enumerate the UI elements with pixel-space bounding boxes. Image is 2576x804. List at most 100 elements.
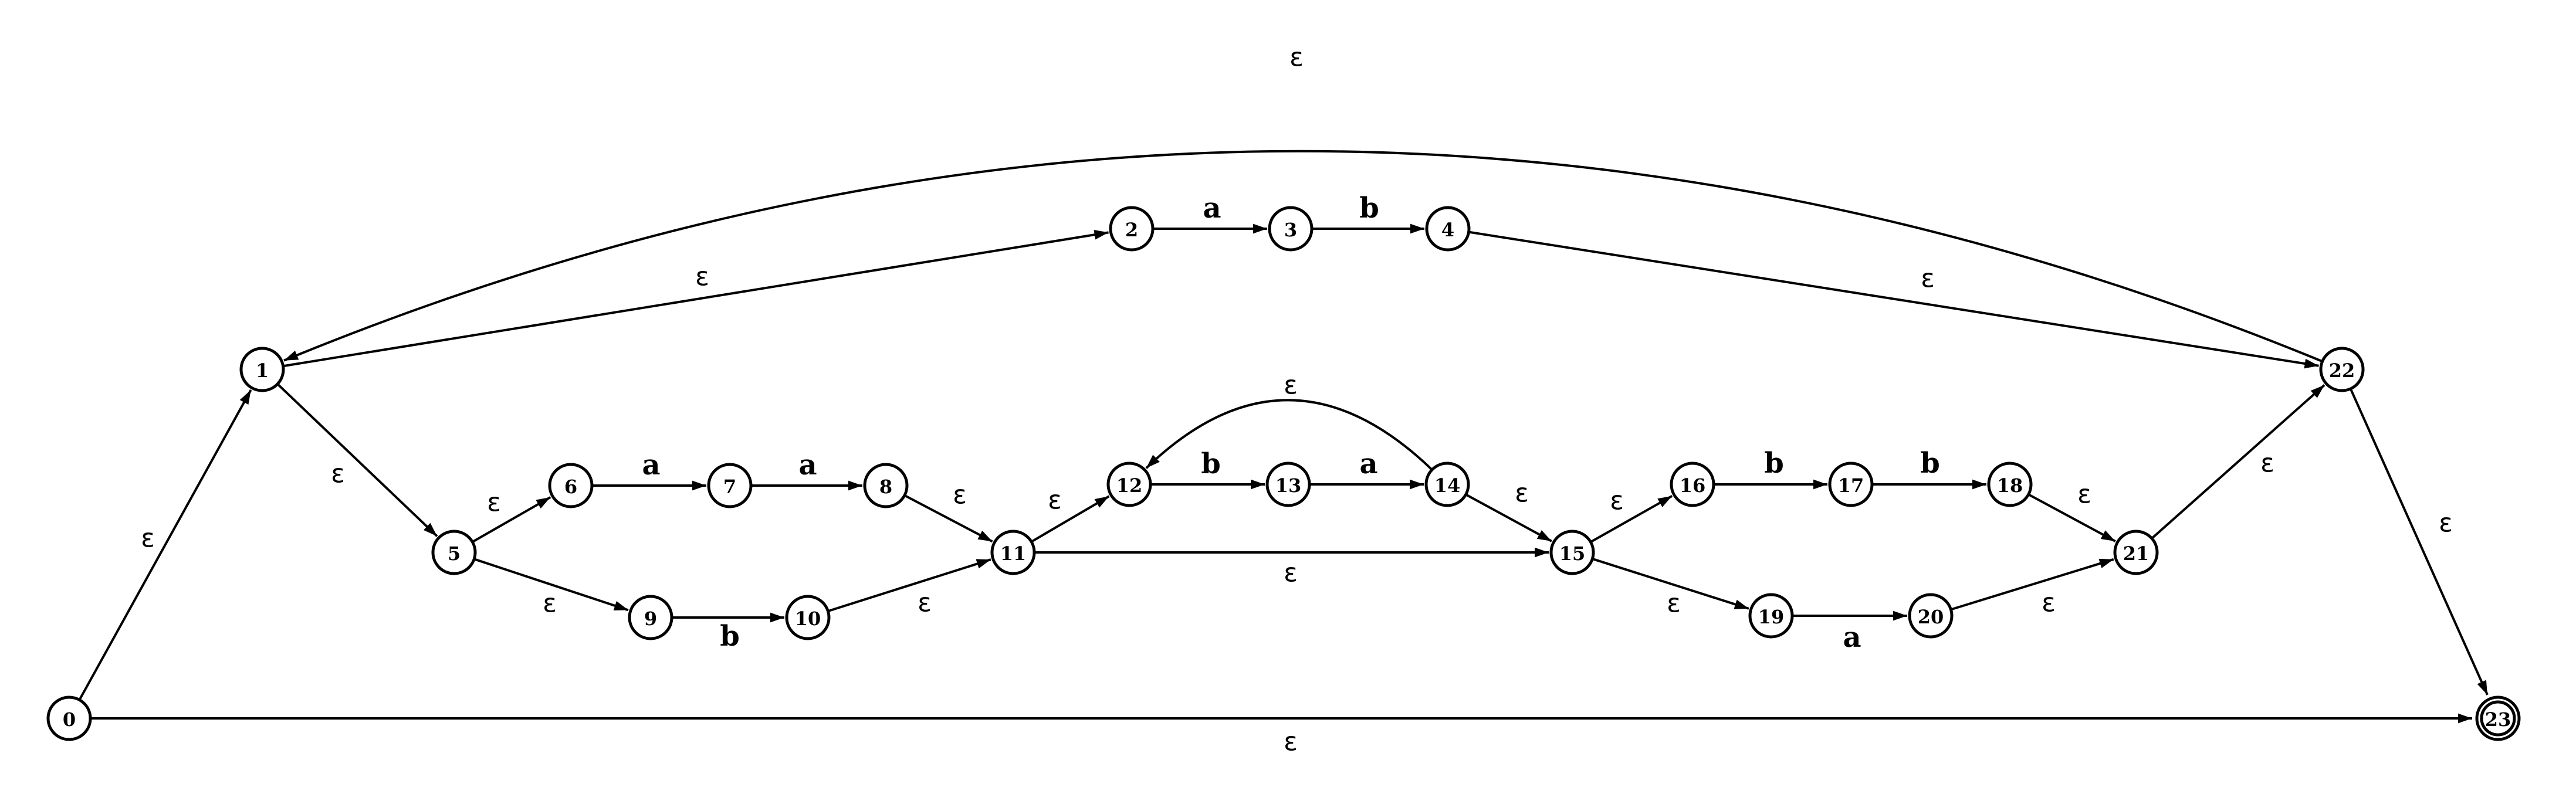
- transition-arrow-15-19: [1592, 558, 1749, 610]
- state-node: 14: [1424, 462, 1470, 507]
- accepting-state-node: 23: [2475, 696, 2521, 741]
- state-label: 8: [879, 476, 892, 498]
- transition-label-13-14: a: [1359, 447, 1377, 480]
- state-label: 9: [644, 608, 657, 630]
- state-node: 17: [1828, 462, 1874, 507]
- transition-label-0-23: ε: [1284, 727, 1298, 757]
- transition-arrow-5-9: [473, 558, 629, 612]
- state-node: 2: [1109, 206, 1155, 252]
- transition-label-5-6: ε: [487, 488, 501, 518]
- state-circle: [1265, 462, 1311, 507]
- transition-label-14-12: ε: [1284, 371, 1298, 401]
- state-node: 8: [863, 463, 909, 508]
- state-circle: [628, 595, 673, 640]
- state-label: 15: [1559, 542, 1586, 565]
- transition-label-19-20: a: [1843, 621, 1861, 654]
- transition-label-22-1: ε: [1289, 43, 1304, 73]
- transition-label-12-13: b: [1201, 447, 1221, 480]
- transition-label-22-23: ε: [2439, 508, 2453, 538]
- state-circle: [1424, 462, 1470, 507]
- transition-arrow-21-22: [2151, 384, 2325, 540]
- state-node: 4: [1425, 206, 1471, 252]
- transition-label-15-16: ε: [1610, 486, 1624, 516]
- state-label: 7: [723, 476, 736, 498]
- state-node: 0: [46, 696, 92, 741]
- state-label: 18: [1997, 474, 2023, 497]
- state-node: 3: [1268, 206, 1314, 252]
- state-label: 14: [1434, 474, 1461, 497]
- transition-label-8-11: ε: [953, 480, 967, 510]
- transition-label-6-7: a: [642, 449, 660, 481]
- state-label: 0: [63, 708, 76, 731]
- state-circle: [46, 696, 92, 741]
- state-node: 16: [1670, 462, 1715, 507]
- state-circle: [863, 463, 909, 508]
- transition-arrow-15-16: [1590, 494, 1673, 544]
- state-label: 13: [1275, 474, 1302, 497]
- transition-arrow-14-15: [1465, 493, 1552, 542]
- transition-arrow-14-12: [1145, 399, 1433, 471]
- transition-label-1-5: ε: [331, 459, 345, 489]
- state-label: 22: [2329, 359, 2355, 382]
- transition-label-20-21: ε: [2042, 588, 2056, 618]
- state-node: 9: [628, 595, 673, 640]
- state-node: 13: [1265, 462, 1311, 507]
- transition-arrow-1-2: [283, 229, 1109, 368]
- state-circle: [1908, 593, 1954, 639]
- transition-label-4-22: ε: [1921, 264, 1935, 294]
- state-label: 17: [1838, 474, 1864, 497]
- state-node: 6: [548, 463, 594, 508]
- state-node: 7: [707, 463, 753, 508]
- state-circle: [1268, 206, 1314, 252]
- state-label: 4: [1441, 219, 1454, 241]
- state-circle: [785, 595, 831, 640]
- transition-label-11-15: ε: [1284, 558, 1298, 588]
- transition-label-7-8: a: [798, 449, 817, 481]
- state-circle: [1828, 462, 1874, 507]
- state-label: 10: [795, 608, 821, 630]
- state-circle: [548, 463, 594, 508]
- state-label: 16: [1680, 474, 1706, 497]
- transitions-layer: [78, 150, 2489, 724]
- state-label: 21: [2123, 542, 2150, 565]
- transition-label-3-4: b: [1359, 192, 1379, 225]
- transition-arrow-4-22: [1468, 230, 2319, 369]
- transition-arrow-22-23: [2349, 388, 2489, 696]
- transition-label-0-1: ε: [141, 524, 155, 554]
- transition-label-14-15: ε: [1515, 479, 1529, 508]
- state-circle: [1987, 462, 2033, 507]
- transition-arrow-20-21: [1950, 558, 2114, 611]
- transition-arrow-22-1: [283, 150, 2323, 363]
- state-label: 11: [1000, 542, 1027, 565]
- state-node: 12: [1106, 462, 1152, 507]
- transition-arrow-0-1: [78, 389, 252, 701]
- state-circle: [1549, 530, 1595, 575]
- transition-arrow-18-21: [2027, 493, 2116, 542]
- state-circle: [990, 530, 1036, 575]
- state-label: 23: [2485, 708, 2511, 731]
- state-node: 10: [785, 595, 831, 640]
- state-node: 11: [990, 530, 1036, 575]
- state-node: 15: [1549, 530, 1595, 575]
- transition-label-9-10: b: [720, 620, 740, 653]
- transition-arrow-8-11: [903, 494, 993, 543]
- state-circle: [2113, 530, 2159, 575]
- state-circle: [707, 463, 753, 508]
- transition-arrow-11-12: [1031, 495, 1110, 543]
- state-node: 18: [1987, 462, 2033, 507]
- transition-label-17-18: b: [1920, 447, 1940, 480]
- accepting-state-inner-ring: [2480, 700, 2516, 737]
- state-circle: [239, 347, 285, 392]
- state-label: 3: [1284, 219, 1297, 241]
- state-circle: [1748, 593, 1794, 639]
- state-circle: [2319, 347, 2365, 392]
- state-label: 2: [1125, 219, 1138, 241]
- state-circle: [1109, 206, 1155, 252]
- transition-label-2-3: a: [1203, 192, 1221, 225]
- transition-label-15-19: ε: [1667, 589, 1681, 619]
- state-label: 1: [256, 359, 269, 382]
- transition-label-18-21: ε: [2077, 480, 2091, 510]
- transition-arrow-1-5: [276, 383, 438, 537]
- state-node: 21: [2113, 530, 2159, 575]
